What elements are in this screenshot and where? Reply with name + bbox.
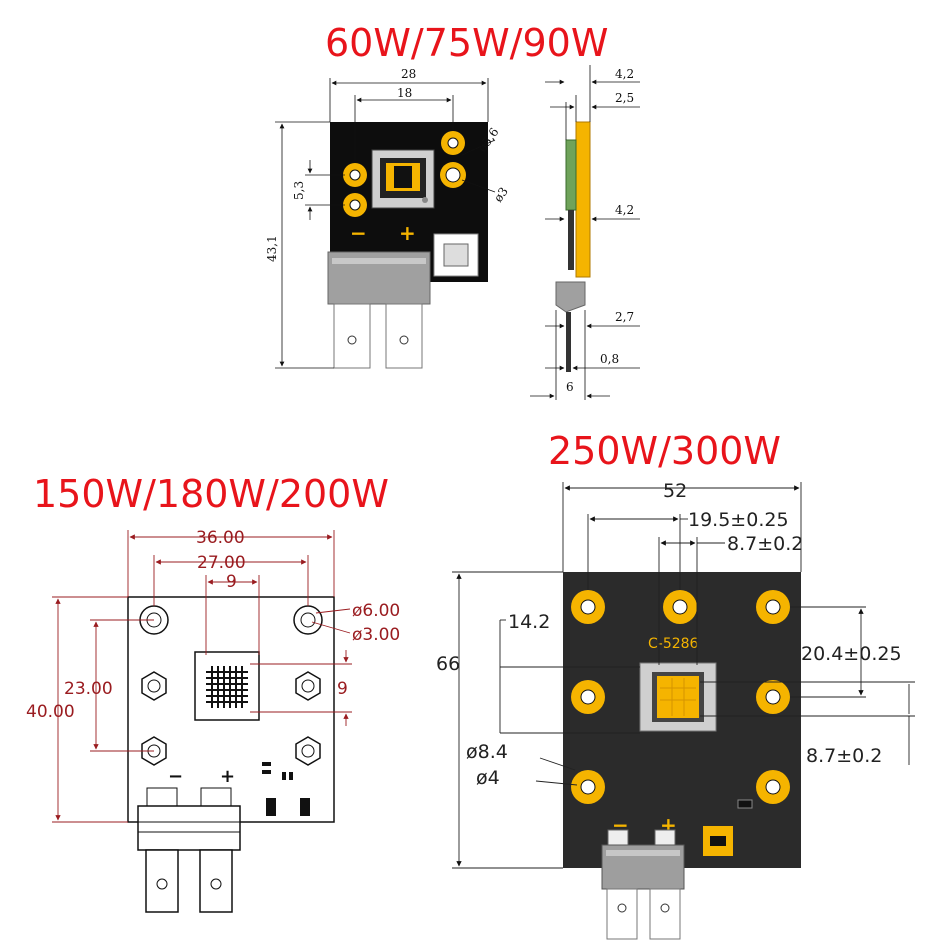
right-tab-plus [649, 888, 681, 940]
left-minus-label: − [168, 766, 183, 787]
title-150-180-200w: 150W/180W/200W [33, 472, 389, 516]
title-60-75-90w: 60W/75W/90W [325, 21, 609, 65]
right-board-drawing: C-5286 − + [436, 480, 915, 940]
side-terminal [555, 281, 586, 313]
right-dim-led: 8.7±0.2 [727, 533, 803, 555]
side-dim-width: 6 [566, 380, 574, 394]
right-dim-offset: 14.2 [508, 611, 550, 633]
left-dim-hole-span: 27.00 [197, 553, 246, 573]
title-250-300w: 250W/300W [548, 429, 782, 473]
top-pad-right-2 [440, 162, 466, 188]
top-dim-height: 43,1 [265, 235, 279, 262]
top-dim-hole-small: ø3 [491, 185, 511, 205]
left-plus-label: + [220, 766, 235, 787]
right-pad-ml [571, 680, 605, 714]
left-dim-hole-big: ø6.00 [352, 601, 400, 621]
left-pad-mr [295, 671, 321, 701]
left-pad-br [295, 736, 321, 766]
top-side-view: 4,2 2,5 4,2 2,7 0,8 6 [530, 65, 640, 400]
right-dim-hole-big: ø8.4 [466, 741, 508, 763]
side-dim-conn: 2,7 [615, 310, 634, 324]
left-led-grid [206, 666, 248, 708]
top-plus-label: + [399, 221, 416, 245]
top-pad-right-3 [422, 197, 428, 203]
top-board-drawing: − + 28 18 ø5,6 ø3 5,3 43,1 [265, 67, 511, 369]
left-dim-width: 36.00 [196, 528, 245, 548]
right-dim-width: 52 [663, 480, 687, 502]
right-led-die [657, 676, 699, 718]
right-pad-tc [663, 590, 697, 624]
left-board-drawing: − + [26, 528, 400, 913]
right-dim-led-h: 8.7±0.2 [806, 745, 882, 767]
top-dim-hole-span: 18 [397, 86, 412, 100]
left-dim-hole-small: ø3.00 [352, 625, 400, 645]
left-tab-plus [199, 849, 233, 913]
left-dim-led: 9 [226, 572, 237, 592]
top-led-cross [394, 166, 412, 188]
side-dim-tab: 0,8 [600, 352, 619, 366]
top-dim-width: 28 [401, 67, 416, 81]
left-dim-led-h: 9 [337, 679, 348, 699]
right-pad-tr [756, 590, 790, 624]
right-pad-br [756, 770, 790, 804]
top-pad-left-2 [343, 193, 367, 217]
left-led-frame [194, 651, 260, 721]
right-pad-mr [756, 680, 790, 714]
side-dim-mid: 4,2 [615, 203, 634, 217]
top-pad-left-1 [343, 163, 367, 187]
side-dim-total: 4,2 [615, 67, 634, 81]
left-dim-pitch: 23.00 [64, 679, 113, 699]
side-board [575, 121, 591, 278]
right-dim-hole-small: ø4 [476, 767, 500, 789]
left-terminal-block [137, 805, 241, 851]
left-pad-ml [141, 671, 167, 701]
left-board [127, 596, 335, 823]
right-dim-hole-span: 19.5±0.25 [688, 509, 789, 531]
top-minus-label: − [350, 221, 367, 245]
right-tab-minus [606, 888, 638, 940]
side-tab [566, 312, 571, 372]
top-pad-right-1 [441, 131, 465, 155]
left-dim-height: 40.00 [26, 702, 75, 722]
left-tab-minus [145, 849, 179, 913]
right-dim-height: 66 [436, 653, 460, 675]
right-pad-tl [571, 590, 605, 624]
right-dim-pitch: 20.4±0.25 [801, 643, 902, 665]
top-dim-pitch: 5,3 [292, 181, 306, 200]
right-pad-bl [571, 770, 605, 804]
side-dim-board: 2,5 [615, 91, 634, 105]
side-chip [565, 139, 577, 211]
right-chip-code: C-5286 [648, 636, 699, 652]
